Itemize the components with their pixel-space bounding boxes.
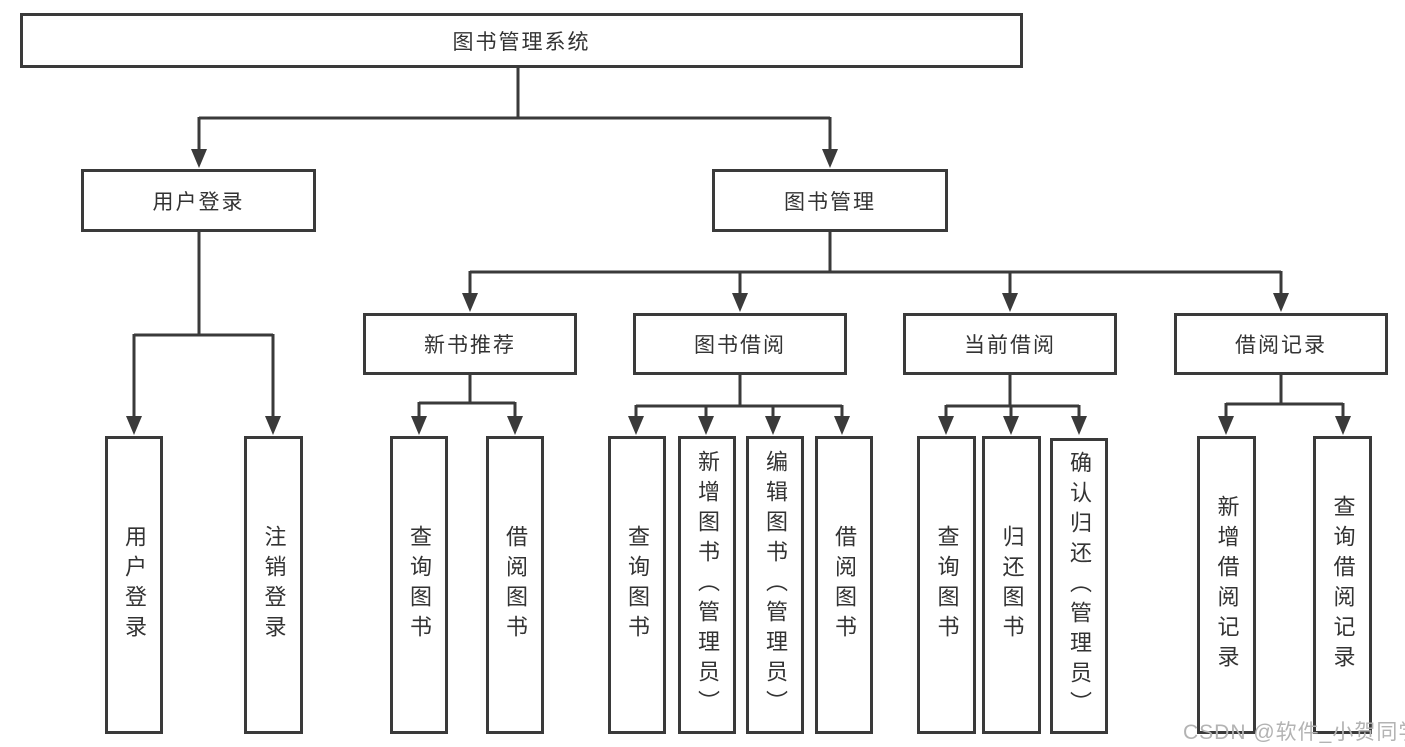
leaf-query-books-current: 查询图书 [917,436,976,734]
node-new-book-recommend: 新书推荐 [363,313,577,375]
node-library-management-system: 图书管理系统 [20,13,1023,68]
leaf-borrow-books-recommend: 借阅图书 [486,436,544,734]
node-book-management: 图书管理 [712,169,948,232]
leaf-add-borrow-record: 新增借阅记录 [1197,436,1256,734]
leaf-query-books-recommend: 查询图书 [390,436,448,734]
leaf-return-books: 归还图书 [982,436,1041,734]
leaf-query-borrow-record: 查询借阅记录 [1313,436,1372,734]
node-label: 当前借阅 [964,334,1056,357]
arrowhead-icons [126,149,1351,435]
leaf-label: 新增图书（管理员） [695,450,720,720]
leaf-label: 查询借阅记录 [1330,495,1356,675]
leaf-label: 借阅图书 [503,525,528,645]
leaf-label: 确认归还（管理员） [1067,451,1092,721]
leaf-label: 查询图书 [934,525,960,645]
leaf-user-login: 用户登录 [105,436,163,734]
node-borrow-records: 借阅记录 [1174,313,1388,375]
leaf-label: 查询图书 [625,525,650,645]
leaf-add-books-admin: 新增图书（管理员） [678,436,736,734]
node-label: 借阅记录 [1235,334,1327,357]
leaf-label: 用户登录 [122,525,147,645]
node-label: 图书管理系统 [452,30,591,54]
node-user-login: 用户登录 [81,169,316,232]
leaf-query-books-borrow: 查询图书 [608,436,666,734]
leaf-label: 编辑图书（管理员） [763,450,788,720]
node-label: 图书管理 [784,190,876,214]
leaf-edit-books-admin: 编辑图书（管理员） [746,436,804,734]
leaf-label: 新增借阅记录 [1214,495,1240,675]
node-current-borrow: 当前借阅 [903,313,1117,375]
leaf-label: 归还图书 [999,525,1025,645]
node-book-borrow: 图书借阅 [633,313,847,375]
leaf-borrow-books: 借阅图书 [815,436,873,734]
leaf-label: 注销登录 [261,525,287,645]
leaf-confirm-return-admin: 确认归还（管理员） [1050,438,1108,734]
leaf-label: 借阅图书 [832,525,857,645]
node-label: 图书借阅 [694,334,786,357]
node-label: 新书推荐 [424,334,516,357]
node-label: 用户登录 [152,190,245,214]
leaf-label: 查询图书 [407,525,432,645]
csdn-watermark: CSDN @软件_小贺同学 [1183,721,1405,744]
leaf-logout: 注销登录 [244,436,303,734]
